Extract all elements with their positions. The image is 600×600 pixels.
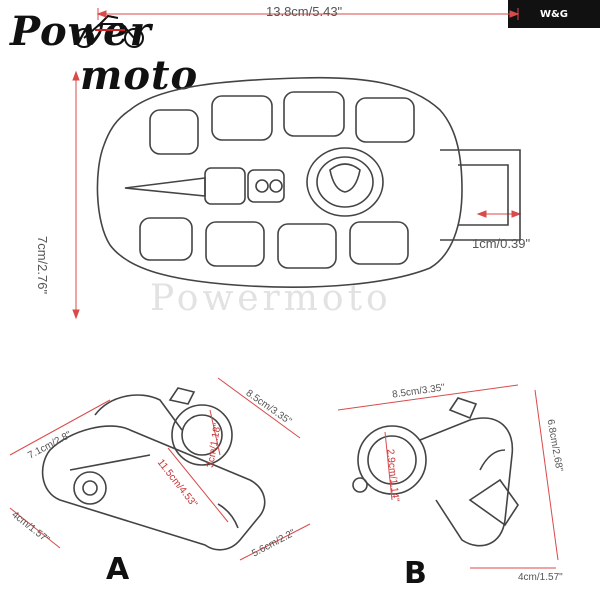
motorcycle-icon xyxy=(74,14,144,48)
clamp-b-label: B xyxy=(404,556,427,591)
corner-badge: W&G xyxy=(508,0,600,28)
clamp-b-dim-4: 4cm/1.57" xyxy=(518,572,563,583)
peg-label: 1cm/0.39" xyxy=(472,236,531,251)
width-label: 7cm/2.76" xyxy=(35,236,50,295)
clamp-a-drawing xyxy=(41,387,266,551)
clamp-b-drawing xyxy=(352,397,519,547)
clamp-b-dimension-lines xyxy=(337,384,559,569)
peg-dimension-arrow xyxy=(476,210,522,218)
length-dimension-line xyxy=(96,8,520,20)
brand-logo-line2: moto xyxy=(80,52,199,99)
length-label: 13.8cm/5.43" xyxy=(266,4,343,19)
footpeg-top-view xyxy=(96,76,521,288)
corner-badge-label: W&G xyxy=(540,8,568,20)
width-dimension-line xyxy=(72,70,80,320)
clamp-a-label: A xyxy=(106,552,130,587)
clamp-a-dimension-lines xyxy=(9,377,311,561)
watermark-text: Powermoto xyxy=(150,278,392,319)
